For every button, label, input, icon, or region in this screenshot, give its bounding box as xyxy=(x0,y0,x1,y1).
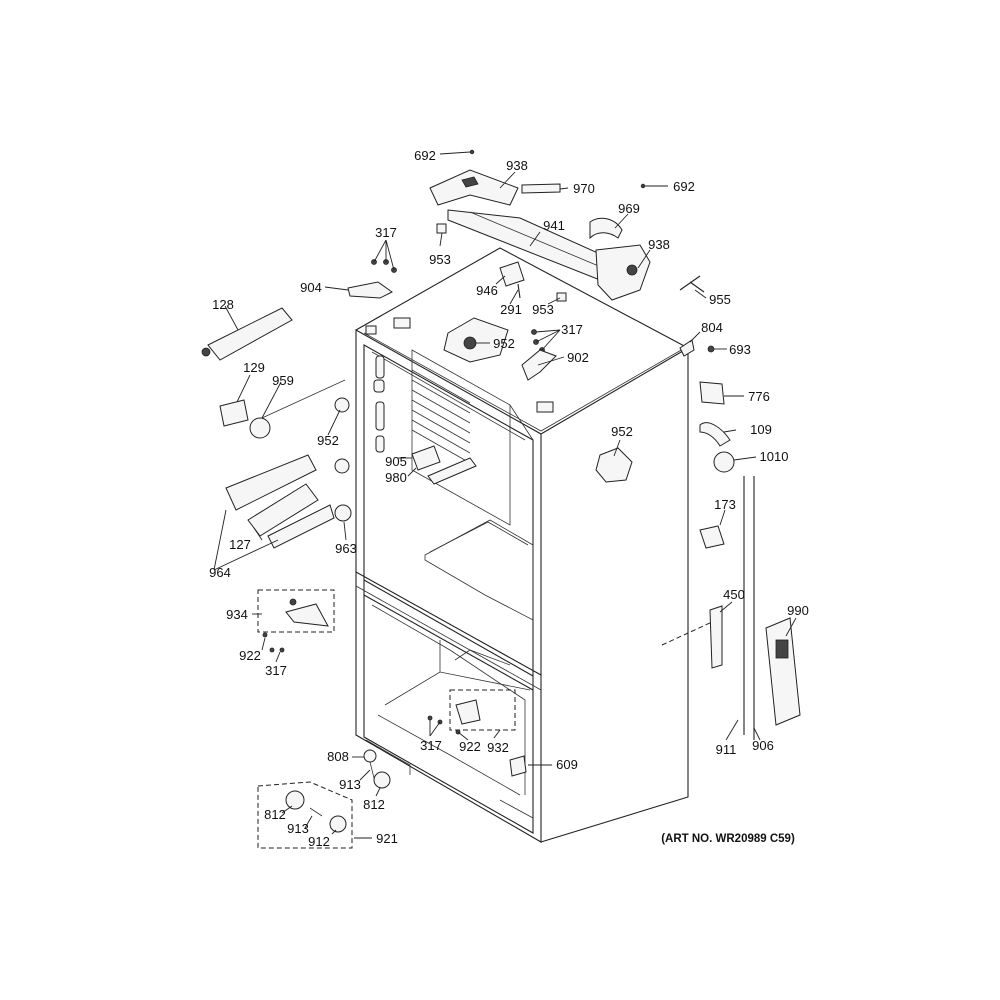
callout-label: 128 xyxy=(212,297,234,312)
callout-label: 317 xyxy=(375,225,397,240)
callout-label: 317 xyxy=(420,738,442,753)
callout-label: 964 xyxy=(209,565,231,580)
callout-label: 127 xyxy=(229,537,251,552)
callout-label: 922 xyxy=(459,739,481,754)
callout-label: 938 xyxy=(648,237,670,252)
callout-label: 812 xyxy=(264,807,286,822)
callout-label: 912 xyxy=(308,834,330,849)
leader-lines xyxy=(213,151,797,839)
callout-label: 1010 xyxy=(760,449,789,464)
callout-label: 963 xyxy=(335,541,357,556)
callout-label: 609 xyxy=(556,757,578,772)
callout-label: 317 xyxy=(561,322,583,337)
cabinet xyxy=(355,247,689,843)
callout-label: 291 xyxy=(500,302,522,317)
callout-label: 959 xyxy=(272,373,294,388)
callout-label: 902 xyxy=(567,350,589,365)
callout-label: 970 xyxy=(573,181,595,196)
callout-label: 980 xyxy=(385,470,407,485)
callout-label: 905 xyxy=(385,454,407,469)
callout-label: 946 xyxy=(476,283,498,298)
callout-label: 952 xyxy=(317,433,339,448)
callout-label: 109 xyxy=(750,422,772,437)
callout-label: 990 xyxy=(787,603,809,618)
callout-label: 969 xyxy=(618,201,640,216)
top-assembly xyxy=(347,149,705,381)
callout-label: 129 xyxy=(243,360,265,375)
callout-label: 955 xyxy=(709,292,731,307)
callout-label: 776 xyxy=(748,389,770,404)
right-side-parts xyxy=(595,345,801,740)
callout-label: 921 xyxy=(376,831,398,846)
callout-label: 804 xyxy=(701,320,723,335)
callout-label: 911 xyxy=(716,742,737,757)
callout-label: 450 xyxy=(723,587,745,602)
callout-label: 953 xyxy=(429,252,451,267)
callout-label: 941 xyxy=(543,218,565,233)
callout-label: 812 xyxy=(363,797,385,812)
callout-label: 932 xyxy=(487,740,509,755)
callout-label: 938 xyxy=(506,158,528,173)
callout-labels: 692 938 970 692 969 941 317 938 953 904 … xyxy=(209,148,809,849)
callout-label: 808 xyxy=(327,749,349,764)
lower-parts xyxy=(257,589,527,849)
art-number: (ART NO. WR20989 C59) xyxy=(661,833,795,845)
callout-label: 173 xyxy=(714,497,736,512)
left-side-parts xyxy=(201,307,477,549)
callout-label: 952 xyxy=(493,336,515,351)
callout-label: 906 xyxy=(752,738,774,753)
callout-label: 693 xyxy=(729,342,751,357)
callout-label: 952 xyxy=(611,424,633,439)
callout-label: 934 xyxy=(226,607,248,622)
callout-label: 913 xyxy=(339,777,361,792)
callout-label: 692 xyxy=(414,148,436,163)
callout-label: 692 xyxy=(673,179,695,194)
callout-label: 953 xyxy=(532,302,554,317)
callout-label: 904 xyxy=(300,280,322,295)
callout-label: 922 xyxy=(239,648,261,663)
callout-label: 317 xyxy=(265,663,287,678)
callout-label: 913 xyxy=(287,821,309,836)
